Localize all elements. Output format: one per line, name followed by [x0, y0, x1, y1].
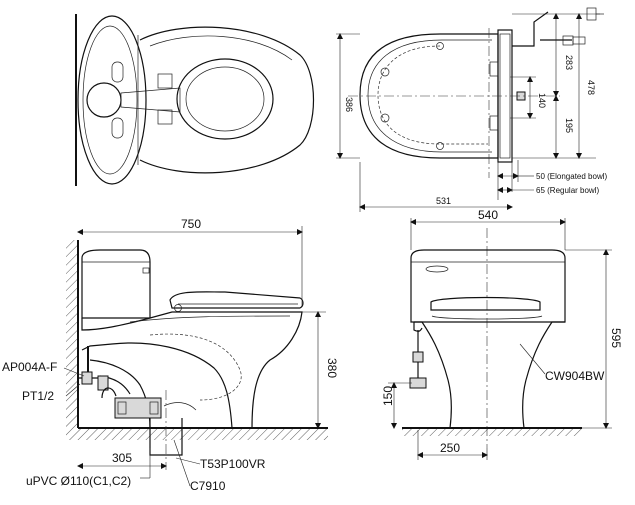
- valve-nut: [97, 375, 109, 391]
- dim-140: 140: [537, 93, 547, 108]
- callout-pipe: uPVC Ø110(C1,C2): [26, 474, 131, 488]
- bowl-body: [81, 311, 303, 429]
- dim-540: 540: [478, 208, 498, 222]
- seat-outline: [359, 33, 499, 159]
- flange-bolt: [149, 401, 159, 415]
- leader-thread: [65, 383, 81, 397]
- tank-front: [410, 249, 566, 323]
- seat-bumper-3: [436, 42, 444, 50]
- flush-lever-front: [425, 265, 449, 273]
- dim-250: 250: [440, 441, 460, 455]
- dim-195: 195: [564, 118, 574, 133]
- dim-750: 750: [181, 217, 201, 231]
- seat-bumper-2: [380, 113, 390, 123]
- floor-hatch: [66, 428, 328, 440]
- drain-pipe: [149, 418, 183, 456]
- outlet-curve: [101, 387, 117, 399]
- supply-valve: [81, 371, 93, 385]
- hinge-2: [489, 115, 499, 131]
- callout-thread: PT1/2: [22, 389, 54, 403]
- bowl-front: [414, 321, 565, 429]
- callout-valve: AP004A-F: [2, 360, 57, 374]
- wall-hatch: [66, 240, 78, 428]
- bowl-rim-line: [149, 35, 293, 61]
- callout-seat: CW904BW: [545, 369, 605, 383]
- top-plan-view: [75, 14, 314, 186]
- flange-bolt: [117, 401, 127, 415]
- supply-pipe: [512, 11, 549, 47]
- front-elevation-view: 540 595 150 250 CW904BW: [381, 208, 623, 460]
- seat-bumper-4: [436, 142, 444, 150]
- bolt-slot-lower: [111, 117, 124, 139]
- trapway-hidden: [149, 333, 242, 401]
- hinge-1: [489, 61, 499, 77]
- flush-lever: [142, 267, 150, 274]
- bowl-opening: [185, 66, 265, 132]
- seat-inner-outline: [367, 39, 492, 153]
- dim-305: 305: [112, 451, 132, 465]
- leader-valve: [63, 367, 85, 377]
- seat-bumper-1: [380, 67, 390, 77]
- leader-seat: [519, 343, 546, 375]
- bowl-edge-left: [413, 322, 423, 332]
- angle-valve-front: [409, 377, 427, 389]
- seat-top-view: 386 283 478 140 195 50 (Elongated bowl) …: [336, 7, 607, 212]
- leader-flange: [175, 457, 201, 465]
- dim-531: 531: [436, 196, 451, 206]
- rim-inner-line: [129, 315, 291, 323]
- seat-lid: [169, 291, 304, 309]
- bowl-rim: [176, 58, 274, 140]
- side-elevation-view: 750 380 305 AP004A-F PT1/2 T53P100VR C79…: [2, 217, 339, 493]
- trapway-channel: [120, 87, 181, 113]
- callout-flange: T53P100VR: [200, 457, 266, 471]
- dim-595: 595: [609, 328, 623, 348]
- leader-ring: [173, 439, 191, 487]
- tank-body: [81, 249, 151, 319]
- dim-478: 478: [586, 80, 596, 95]
- bolt-slot-upper: [111, 61, 124, 83]
- seat-front: [430, 296, 541, 311]
- outlet-flange: [114, 397, 162, 419]
- seat-hinge-upper: [157, 73, 173, 89]
- dim-380: 380: [325, 358, 339, 378]
- dim-283: 283: [564, 55, 574, 70]
- note-regular: 65 (Regular bowl): [536, 186, 599, 195]
- bowl-outline: [139, 26, 314, 174]
- hidden-bowl-line: [377, 45, 488, 145]
- note-elongated: 50 (Elongated bowl): [536, 172, 607, 181]
- floor-hatch: [402, 428, 582, 436]
- outlet-circle: [86, 82, 122, 118]
- tank-outline: [77, 15, 147, 185]
- dim-150: 150: [381, 386, 395, 406]
- outlet-curve-2: [163, 402, 197, 411]
- callout-ring: C7910: [190, 479, 226, 493]
- supply-nut-front: [412, 351, 424, 363]
- seat-hinge-lower: [157, 109, 173, 125]
- dim-386: 386: [344, 97, 354, 112]
- tank-inner-outline: [82, 25, 138, 175]
- rim-front: [431, 315, 543, 320]
